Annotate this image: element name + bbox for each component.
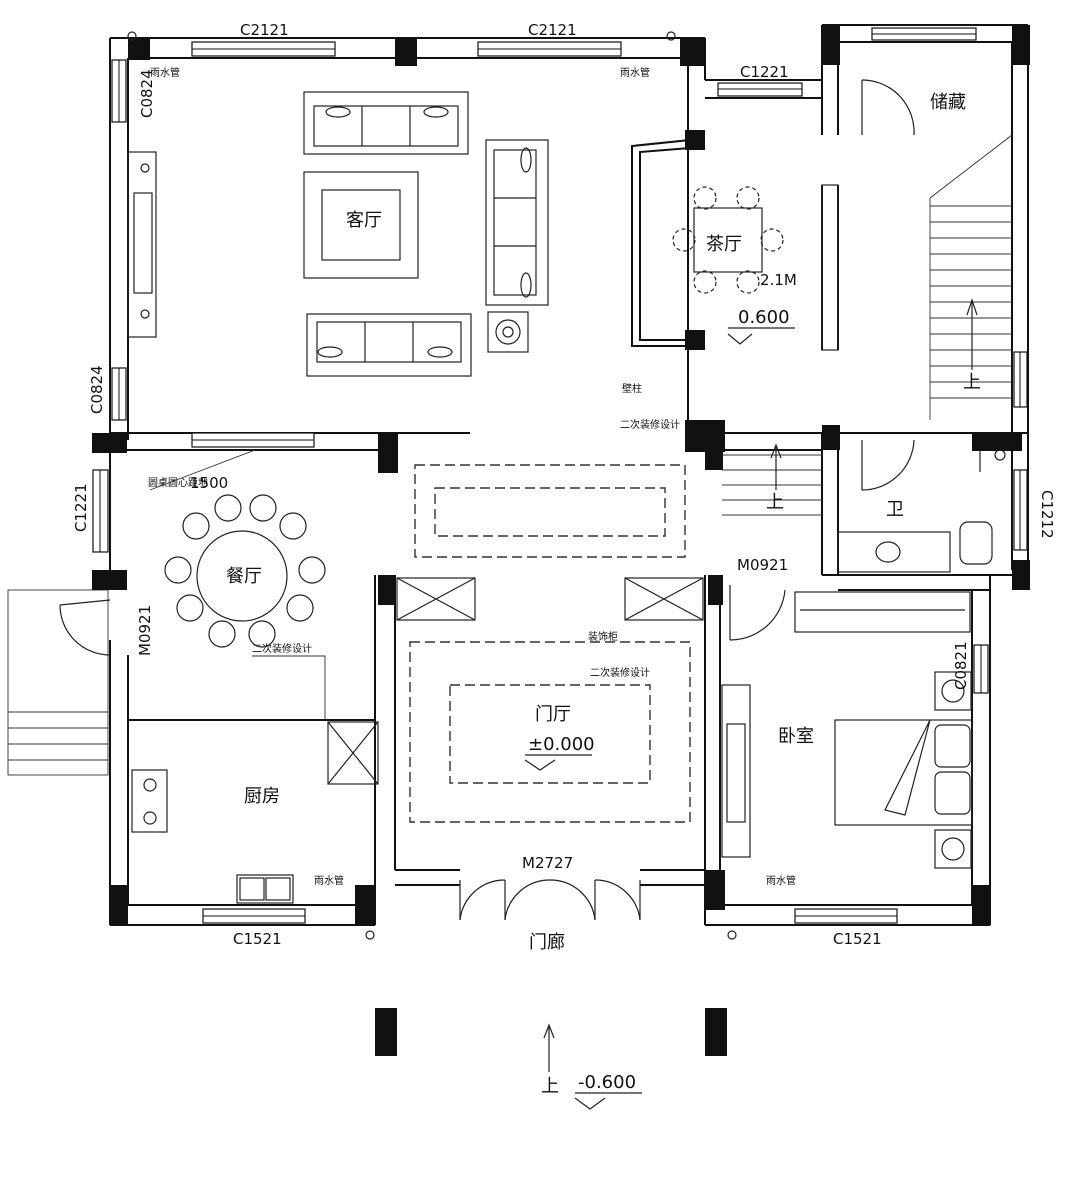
door-side [59, 599, 111, 656]
window-bedroom-right [973, 644, 989, 694]
rain-pipe-note-2: 雨水管 [620, 66, 650, 79]
door-bath [861, 439, 915, 491]
kitchen-fixtures [131, 769, 294, 904]
bed [834, 719, 973, 826]
tv-cabinet [127, 151, 157, 338]
side-steps [7, 589, 109, 776]
decor-cabinets [327, 577, 704, 785]
tea-table [672, 186, 784, 294]
bedroom-tv-cabinet [721, 684, 751, 858]
sofa-right [485, 139, 549, 306]
code-window-top-left: C2121 [240, 21, 289, 39]
code-window-right-bath: C1212 [1038, 490, 1056, 539]
door-main [459, 879, 641, 921]
bath-fixtures [837, 449, 1006, 573]
staircase [722, 134, 1013, 516]
window-left-upper [111, 59, 127, 123]
code-door-main: M2727 [522, 854, 573, 872]
storage-label: 储藏 [930, 92, 966, 113]
outdoor-elevation-mark [574, 1092, 642, 1110]
secondary-design-note-1: 二次装修设计 [620, 418, 680, 431]
tea-elevation-mark [727, 327, 795, 345]
window-left-lower [111, 367, 127, 421]
code-window-left-lower: C0824 [88, 365, 106, 414]
table-leader [149, 449, 256, 491]
code-window-kitchen-bottom: C1521 [233, 930, 282, 948]
window-kitchen-bottom [202, 908, 306, 924]
tea-lamp-note: 2.1M [760, 271, 797, 289]
window-tea-top [717, 82, 803, 97]
wall-column-note: 壁柱 [622, 382, 642, 395]
window-storage-top [871, 27, 977, 41]
wardrobe [794, 591, 971, 633]
tea-elevation: 0.600 [738, 307, 790, 328]
porch-up-label: 上 [541, 1076, 559, 1097]
door-bedroom [729, 585, 786, 641]
decor-cabinet-note: 装饰柜 [588, 630, 618, 643]
window-dining-left [92, 469, 109, 553]
dining-label: 餐厅 [226, 566, 262, 587]
stair-up-arrow-2 [770, 443, 782, 490]
window-top-right [477, 41, 622, 57]
tea-room-label: 茶厅 [706, 234, 742, 255]
rain-pipe-note-4: 雨水管 [766, 874, 796, 887]
tea-room-boundary [631, 139, 691, 347]
porch-up-arrow [543, 1023, 555, 1072]
foyer-elevation-mark [524, 754, 592, 771]
dining-table [164, 494, 326, 648]
code-window-bedroom-bottom: C1521 [833, 930, 882, 948]
partition-panel [821, 184, 839, 351]
code-window-top-right: C2121 [528, 21, 577, 39]
kitchen-label: 厨房 [244, 786, 280, 807]
dining-leader [252, 655, 326, 720]
code-window-bedroom-right: C0821 [952, 641, 970, 690]
table-height-note: 圆桌圆心距地 [148, 476, 208, 489]
ceiling-pattern-hall [414, 464, 686, 558]
door-storage [861, 79, 915, 136]
foyer-label: 门厅 [535, 704, 571, 725]
window-bath-right [1013, 469, 1028, 551]
secondary-design-note-3: 二次装修设计 [252, 642, 312, 655]
window-top-left [191, 41, 336, 57]
ceiling-pattern-foyer [409, 641, 691, 823]
porch-label: 门廊 [529, 932, 565, 953]
structural-columns [92, 25, 1030, 1056]
rain-pipe-icons [127, 31, 737, 940]
code-window-left-upper: C0824 [138, 69, 156, 118]
code-window-dining-left: C1221 [72, 483, 90, 532]
window-bedroom-bottom [794, 908, 898, 924]
code-door-side: M0921 [136, 605, 154, 656]
stair-up-arrow-1 [966, 298, 978, 370]
stair-up-label-1: 上 [963, 372, 981, 393]
window-living-bottom [191, 432, 315, 448]
side-table-lamp [487, 311, 529, 353]
nightstands [934, 671, 972, 869]
sofa-top [303, 91, 469, 155]
rain-pipe-note-3: 雨水管 [314, 874, 344, 887]
stair-up-label-2: 上 [766, 492, 784, 513]
foyer-elevation: ±0.000 [528, 734, 595, 755]
rain-pipe-note-1: 雨水管 [150, 66, 180, 79]
code-door-bedroom: M0921 [737, 556, 788, 574]
bedroom-label: 卧室 [778, 726, 814, 747]
window-stair-right [1013, 351, 1028, 408]
code-window-tea-top: C1221 [740, 63, 789, 81]
outdoor-elevation: -0.600 [578, 1072, 636, 1093]
bath-label: 卫 [886, 499, 904, 520]
living-room-label: 客厅 [346, 210, 382, 231]
secondary-design-note-2: 二次装修设计 [590, 666, 650, 679]
table-diameter: 1500 [190, 474, 228, 492]
sofa-bottom [306, 313, 472, 377]
coffee-table [303, 171, 419, 279]
